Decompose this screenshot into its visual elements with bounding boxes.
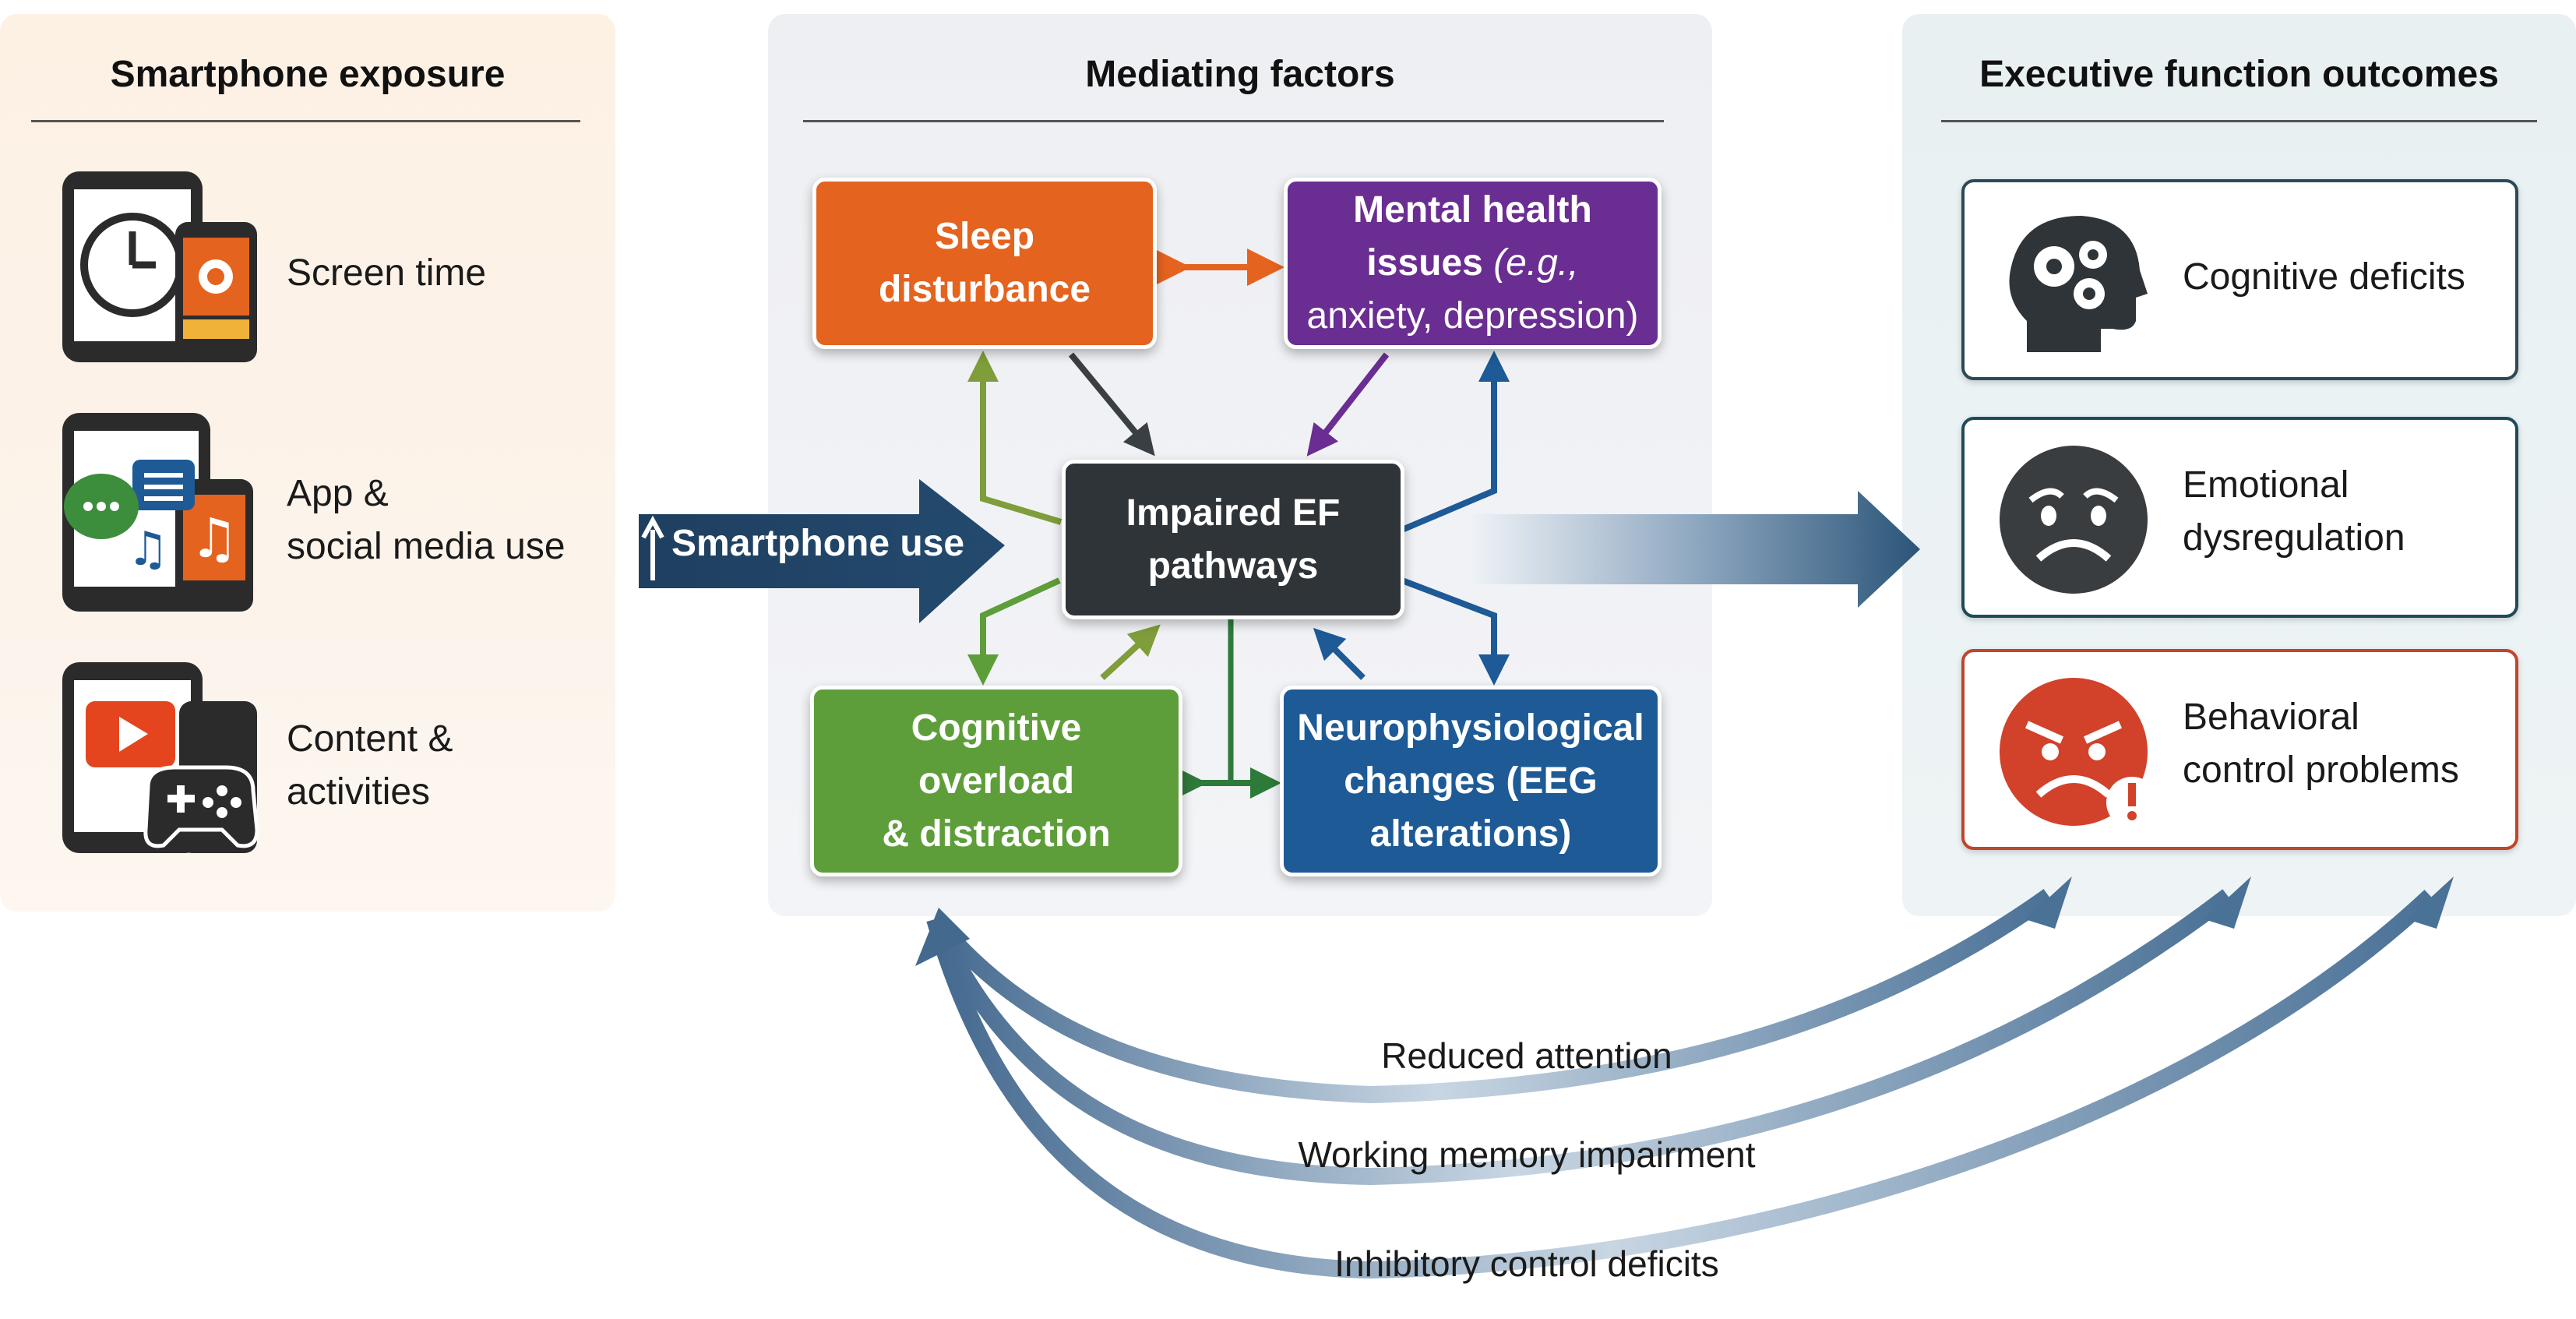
- emotional-dysregulation-label: Emotional dysregulation: [2183, 459, 2405, 565]
- neurophysiological-box: Neurophysiological changes (EEG alterati…: [1280, 686, 1662, 876]
- screen-time-label: Screen time: [287, 252, 487, 294]
- behavioral-line1: Behavioral: [2183, 697, 2359, 738]
- impaired-ef-line2: pathways: [1147, 545, 1319, 587]
- mediating-panel-title: Mediating factors: [1085, 54, 1395, 95]
- feedback-arrowhead: [915, 908, 970, 966]
- center-to-mental-arrow: [1401, 351, 1510, 533]
- svg-text:♫: ♫: [127, 522, 169, 577]
- inhibitory-control-curve: [926, 889, 2437, 1279]
- working-memory-label: Working memory impairment: [1298, 1134, 1756, 1175]
- phone-clock-icon: [62, 171, 257, 362]
- smartphone-use-arrow: [639, 479, 1005, 623]
- outcomes-divider: [1941, 120, 2537, 122]
- mental-to-center-arrow: [1306, 352, 1390, 457]
- mental-line2-bold: issues: [1366, 242, 1483, 284]
- head-gears-icon: [2009, 216, 2148, 352]
- cognitive-line2: overload: [918, 760, 1075, 802]
- inhibitory-control-label: Inhibitory control deficits: [1334, 1243, 1719, 1284]
- sad-face-icon: [2000, 446, 2148, 594]
- content-activities-label-line2: activities: [287, 771, 431, 813]
- emotional-line2: dysregulation: [2183, 517, 2405, 559]
- neuro-line3: alterations): [1369, 813, 1572, 855]
- outcomes-panel-title: Executive function outcomes: [1979, 54, 2499, 95]
- phone-video-game-icon: [62, 662, 259, 853]
- angry-face-icon: [2000, 678, 2158, 828]
- cognitive-deficits-label: Cognitive deficits: [2183, 256, 2465, 298]
- mental-line3: anxiety, depression): [1306, 295, 1639, 337]
- center-to-neuro-arrow: [1401, 577, 1510, 686]
- emotional-dysregulation-box: Emotional dysregulation: [1961, 417, 2518, 618]
- outcomes-arrow: [1472, 491, 1920, 608]
- cognitive-line3: & distraction: [882, 813, 1111, 855]
- app-social-label-line2: social media use: [287, 526, 566, 567]
- impaired-ef-line1: Impaired EF: [1126, 492, 1341, 534]
- up-arrow-icon: [641, 515, 664, 580]
- center-to-cognitive-arrow: [967, 577, 1061, 686]
- sleep-disturbance-box: Sleep disturbance: [812, 178, 1157, 349]
- mental-line1: Mental health: [1353, 189, 1592, 231]
- mental-line2-italic: (e.g.,: [1493, 242, 1579, 284]
- svg-text:♫: ♫: [190, 506, 239, 570]
- behavioral-control-box: Behavioral control problems: [1961, 649, 2518, 850]
- smartphone-use-label: Smartphone use: [671, 523, 965, 564]
- mental-line2: issues (e.g.,: [1366, 237, 1578, 290]
- reduced-attention-curve: [928, 889, 2054, 1104]
- exposure-divider: [31, 120, 580, 122]
- cognitive-deficits-box: Cognitive deficits: [1961, 179, 2518, 380]
- mental-health-box: Mental health issues (e.g., anxiety, dep…: [1284, 178, 1662, 349]
- app-social-label-line1: App &: [287, 473, 389, 514]
- impaired-ef-box: Impaired EF pathways: [1062, 460, 1404, 619]
- sleep-to-center-arrow: [1068, 352, 1155, 457]
- neuro-line2: changes (EEG: [1344, 760, 1598, 802]
- phone-apps-social-icon: ♫ ♫: [62, 413, 253, 612]
- sleep-line2: disturbance: [878, 269, 1091, 310]
- working-memory-curve: [926, 889, 2233, 1186]
- behavioral-line2: control problems: [2183, 749, 2459, 791]
- content-activities-label: Content & activities: [287, 713, 453, 819]
- mediating-divider: [803, 120, 1664, 122]
- cognitive-line1: Cognitive: [911, 707, 1082, 749]
- cognitive-overload-box: Cognitive overload & distraction: [810, 686, 1182, 876]
- app-social-label: App & social media use: [287, 467, 566, 573]
- center-to-sleep-arrow: [967, 351, 1062, 525]
- content-activities-label-line1: Content &: [287, 718, 453, 760]
- reduced-attention-label: Reduced attention: [1381, 1035, 1672, 1076]
- neuro-line1: Neurophysiological: [1297, 707, 1644, 749]
- sleep-line1: Sleep: [934, 216, 1035, 257]
- exposure-panel-title: Smartphone exposure: [110, 54, 506, 95]
- neuro-to-center-arrow: [1313, 627, 1366, 680]
- behavioral-control-label: Behavioral control problems: [2183, 691, 2459, 797]
- cognitive-to-center-arrow: [1100, 624, 1161, 680]
- emotional-line1: Emotional: [2183, 464, 2349, 506]
